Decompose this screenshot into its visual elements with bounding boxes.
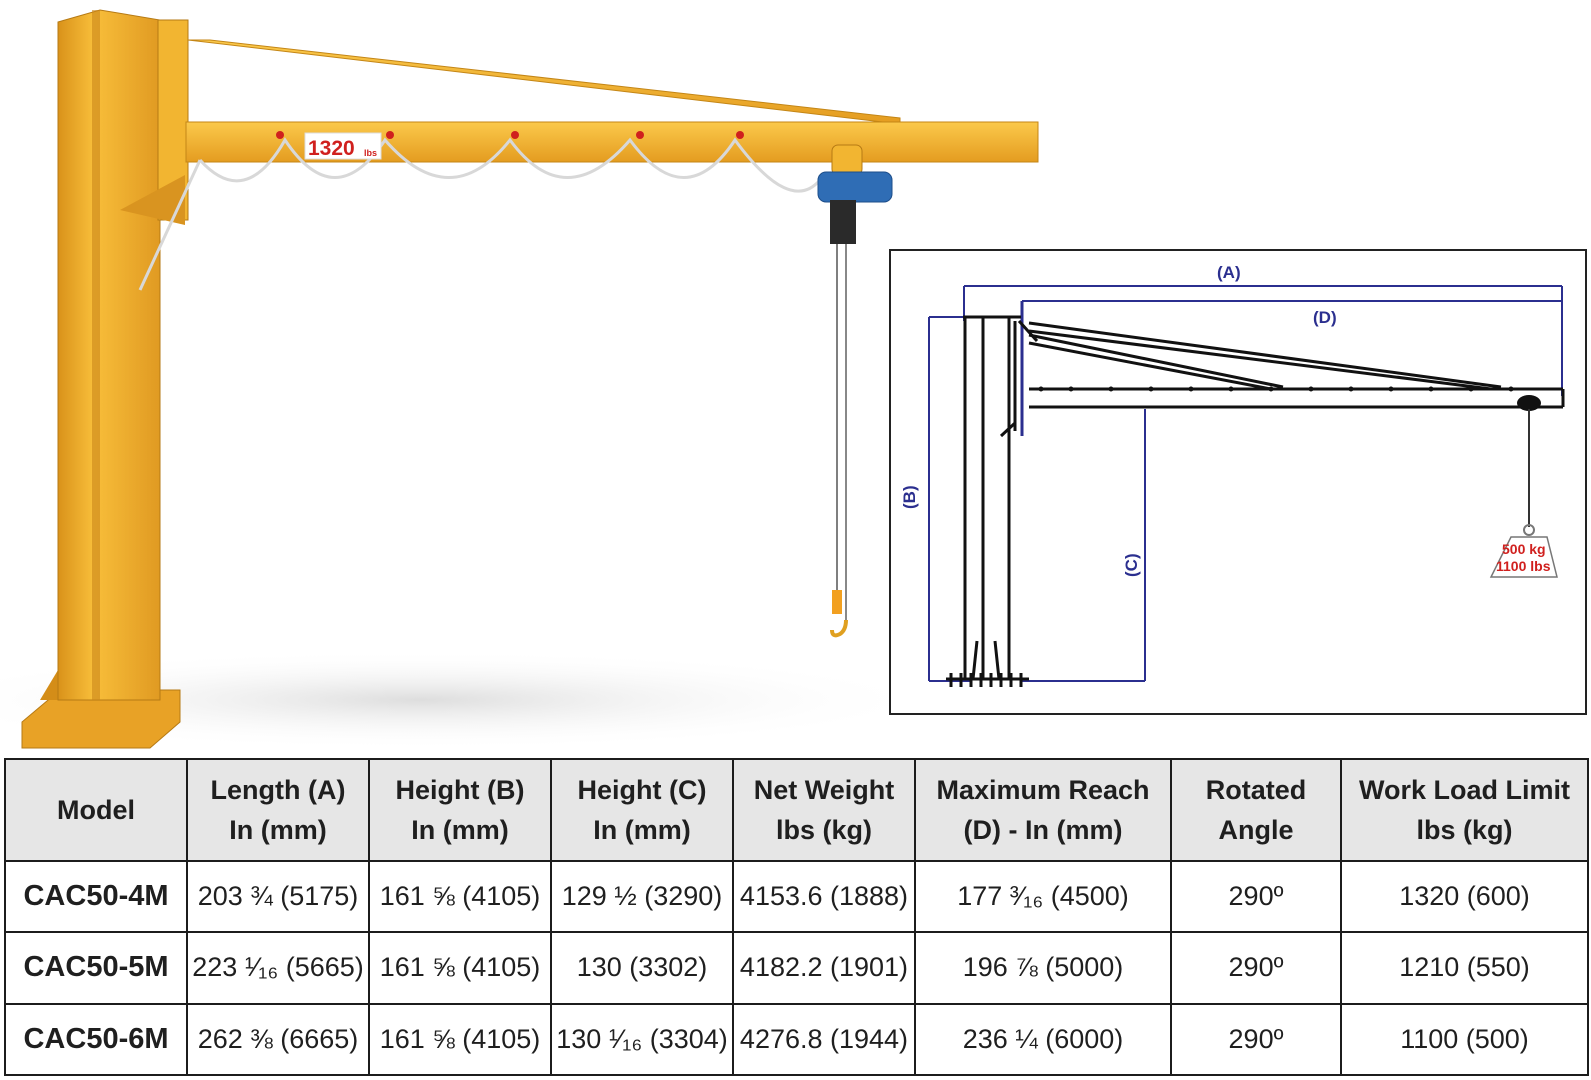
- load-kg-label: 500 kg: [1502, 541, 1546, 557]
- cell-height-b: 161 ⅝ (4105): [368, 859, 552, 934]
- hoist-body: [830, 200, 856, 244]
- cell-rotated-angle: 290º: [1170, 859, 1342, 934]
- cell-work-load-limit: 1100 (500): [1340, 1002, 1589, 1077]
- dimension-b-label: (B): [900, 485, 919, 509]
- hook: [830, 619, 848, 638]
- dimension-diagram: (A) (D) (B) (C): [889, 249, 1587, 715]
- jib-crane-illustration: 1320 lbs: [0, 9, 1039, 750]
- table-row: CAC50-4M 203 ¾ (5175) 161 ⅝ (4105) 129 ½…: [4, 859, 1589, 934]
- diagram-cable-clips: [1038, 386, 1514, 392]
- spec-table: Model Length (A)In (mm) Height (B)In (mm…: [4, 758, 1589, 1077]
- cell-height-c: 130 ¹⁄₁₆ (3304): [550, 1002, 734, 1077]
- cell-maximum-reach: 236 ¼ (6000): [914, 1002, 1172, 1077]
- header-maximum-reach: Maximum Reach(D) - In (mm): [914, 758, 1172, 862]
- column: [57, 9, 161, 701]
- cell-work-load-limit: 1320 (600): [1340, 859, 1589, 934]
- trolley: [831, 144, 863, 176]
- cell-net-weight: 4276.8 (1944): [732, 1002, 916, 1077]
- cell-model: CAC50-4M: [4, 859, 188, 934]
- dimension-d-label: (D): [1313, 308, 1337, 327]
- cell-height-c: 130 (3302): [550, 931, 734, 1005]
- header-height-c: Height (C)In (mm): [550, 758, 734, 862]
- tie-rod: [187, 39, 901, 125]
- diagram-load-weight: 500 kg 1100 lbs: [1489, 536, 1558, 578]
- cell-height-b: 161 ⅝ (4105): [368, 931, 552, 1005]
- cell-maximum-reach: 196 ⅞ (5000): [914, 931, 1172, 1005]
- cell-model: CAC50-5M: [4, 931, 188, 1005]
- floor-shadow: [0, 650, 940, 750]
- header-model: Model: [4, 758, 188, 862]
- cell-length-a: 223 ¹⁄₁₆ (5665): [186, 931, 370, 1005]
- cell-maximum-reach: 177 ³⁄₁₆ (4500): [914, 859, 1172, 934]
- load-lbs-label: 1100 lbs: [1496, 558, 1551, 574]
- cell-length-a: 262 ⅜ (6665): [186, 1002, 370, 1077]
- header-length-a: Length (A)In (mm): [186, 758, 370, 862]
- header-height-b: Height (B)In (mm): [368, 758, 552, 862]
- cell-model: CAC50-6M: [4, 1002, 188, 1077]
- cell-net-weight: 4182.2 (1901): [732, 931, 916, 1005]
- table-header-row: Model Length (A)In (mm) Height (B)In (mm…: [4, 758, 1589, 862]
- table-row: CAC50-5M 223 ¹⁄₁₆ (5665) 161 ⅝ (4105) 13…: [4, 931, 1589, 1005]
- capacity-value: 1320: [308, 137, 355, 160]
- diagram-trolley: [1517, 395, 1541, 536]
- dimension-a-label: (A): [1217, 263, 1241, 282]
- cell-height-b: 161 ⅝ (4105): [368, 1002, 552, 1077]
- capacity-sticker: [304, 132, 382, 160]
- capacity-unit: lbs: [364, 148, 377, 158]
- table-row: CAC50-6M 262 ⅜ (6665) 161 ⅝ (4105) 130 ¹…: [4, 1002, 1589, 1077]
- diagram-column: [946, 315, 1029, 687]
- cell-work-load-limit: 1210 (550): [1340, 931, 1589, 1005]
- diagram-jib-arm: [1017, 319, 1565, 409]
- pendant-control: [832, 590, 842, 614]
- cell-height-c: 129 ½ (3290): [550, 859, 734, 934]
- cell-rotated-angle: 290º: [1170, 1002, 1342, 1077]
- festoon-cable: [198, 137, 822, 193]
- cell-length-a: 203 ¾ (5175): [186, 859, 370, 934]
- dimension-c-label: (C): [1122, 553, 1141, 577]
- hoist-motor: [817, 171, 893, 203]
- cell-net-weight: 4153.6 (1888): [732, 859, 916, 934]
- cell-rotated-angle: 290º: [1170, 931, 1342, 1005]
